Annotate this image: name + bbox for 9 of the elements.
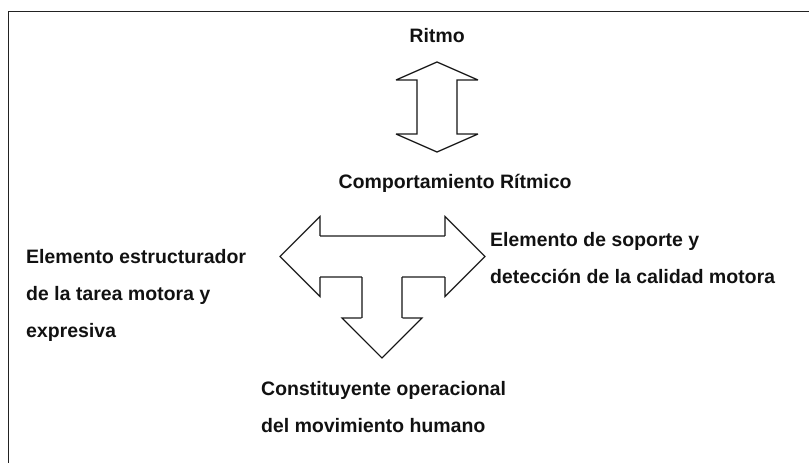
block-arrow bbox=[279, 216, 383, 298]
double-block-arrow bbox=[395, 61, 479, 153]
node-label: Constituyente operacional del movimiento humano bbox=[261, 358, 523, 445]
node-label: Elemento de soporte y detección de la calidad motora bbox=[485, 222, 788, 296]
node-label: Comportamiento Rítmico bbox=[315, 170, 595, 194]
node-label: Elemento estructurador de la tarea motora y expresiva bbox=[26, 239, 281, 350]
node-label: Ritmo bbox=[402, 24, 472, 48]
block-arrow bbox=[341, 276, 423, 359]
block-arrow bbox=[381, 216, 486, 298]
